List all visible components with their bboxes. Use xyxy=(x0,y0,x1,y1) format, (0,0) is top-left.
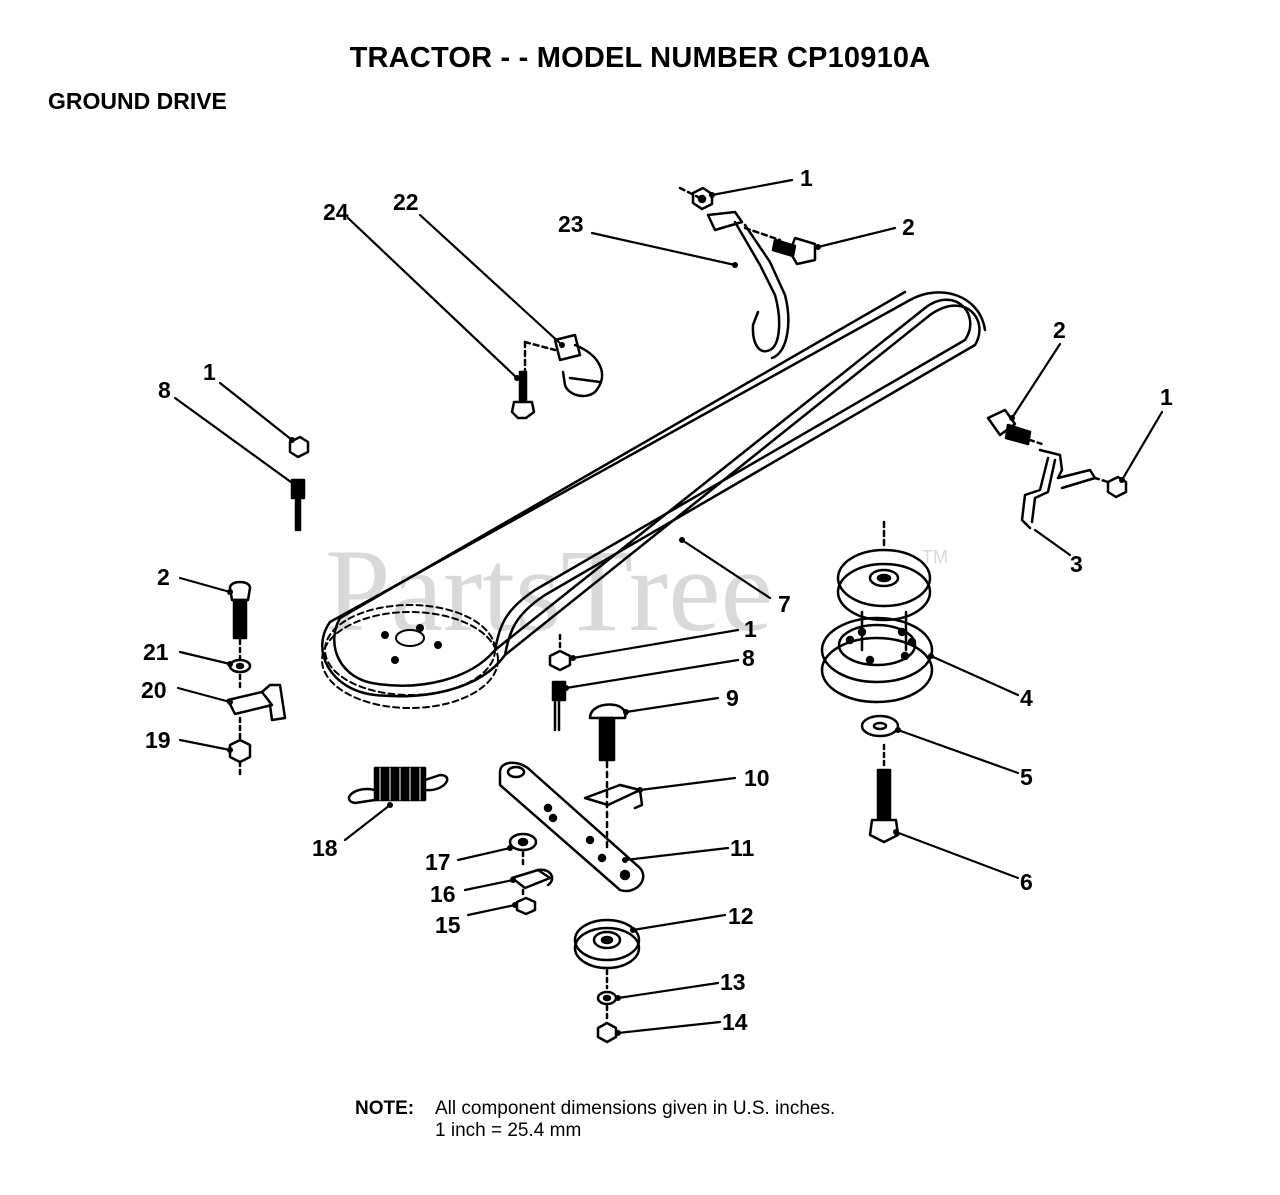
rod-part-3 xyxy=(1020,448,1110,530)
callout-labels: 1 2 23 22 24 2 1 3 1 8 7 2 21 20 19 1 8 … xyxy=(141,165,1173,1035)
leader-arrowheads xyxy=(227,192,1125,1036)
bracket-part-10 xyxy=(583,783,644,810)
callout-5: 5 xyxy=(1020,764,1033,790)
page-title: TRACTOR - - MODEL NUMBER CP10910A xyxy=(349,42,931,74)
callout-22: 22 xyxy=(393,189,419,215)
idler-arm-part-11 xyxy=(498,761,645,893)
note-label: NOTE: xyxy=(355,1098,415,1119)
callout-23: 23 xyxy=(558,211,584,237)
nut-part-14 xyxy=(596,1021,618,1044)
belt-guide-part-23 xyxy=(678,186,790,360)
nut-part-15 xyxy=(515,896,537,916)
leader-lines xyxy=(173,178,1164,1035)
washer-part-5 xyxy=(860,714,900,738)
bolt-part-2-top xyxy=(771,236,817,266)
watermark-trademark: TM xyxy=(922,547,948,567)
nut-part-1-mid xyxy=(548,633,572,672)
callout-2-left: 2 xyxy=(157,564,170,590)
callout-13: 13 xyxy=(720,969,746,995)
watermark: PartsTree TM xyxy=(325,525,948,656)
callout-7: 7 xyxy=(778,591,791,617)
stud-part-8-mid xyxy=(551,680,567,732)
bolt-part-2-right xyxy=(986,408,1047,447)
callout-2-top: 2 xyxy=(902,214,915,240)
washer-part-13 xyxy=(596,990,618,1020)
screw-part-24 xyxy=(510,370,536,420)
callout-8-mid: 8 xyxy=(742,645,755,671)
callout-18: 18 xyxy=(312,835,338,861)
nut-part-19 xyxy=(228,738,252,780)
callout-16: 16 xyxy=(430,881,456,907)
note-line-1: All component dimensions given in U.S. i… xyxy=(435,1098,836,1119)
idler-pulley-part-12 xyxy=(573,918,641,990)
dimension-note: NOTE: All component dimensions given in U… xyxy=(355,1098,835,1142)
callout-6: 6 xyxy=(1020,869,1033,895)
callout-2-right: 2 xyxy=(1053,317,1066,343)
callout-1-right: 1 xyxy=(1160,384,1173,410)
watermark-brand: PartsTree xyxy=(325,525,773,656)
callout-12: 12 xyxy=(728,903,754,929)
spacer-part-17 xyxy=(508,832,538,870)
callout-14: 14 xyxy=(722,1009,748,1035)
nut-part-1-right xyxy=(1106,475,1128,499)
callout-11: 11 xyxy=(730,835,755,861)
callout-9: 9 xyxy=(726,685,739,711)
nut-part-1-top xyxy=(691,186,714,211)
callout-1-left: 1 xyxy=(203,359,216,385)
callout-21: 21 xyxy=(143,639,169,665)
callout-8-left: 8 xyxy=(158,377,171,403)
spring-part-18 xyxy=(347,766,449,805)
callout-20: 20 xyxy=(141,677,167,703)
bolt-part-2-left xyxy=(228,580,252,662)
pulley-part-4 xyxy=(820,520,934,704)
drive-pulley xyxy=(321,604,499,709)
nut-part-1-left xyxy=(288,435,310,459)
washer-part-21 xyxy=(228,658,252,692)
bracket-part-20 xyxy=(226,683,287,740)
callout-17: 17 xyxy=(425,849,451,875)
bracket-part-22 xyxy=(523,333,604,398)
callout-3: 3 xyxy=(1070,551,1083,577)
section-title: GROUND DRIVE xyxy=(48,88,227,114)
callout-15: 15 xyxy=(435,912,461,938)
callout-19: 19 xyxy=(145,727,171,753)
callout-10: 10 xyxy=(744,765,770,791)
callout-1-top: 1 xyxy=(800,165,813,191)
callout-1-mid: 1 xyxy=(744,616,757,642)
belt-part-7 xyxy=(321,290,987,698)
clip-part-16 xyxy=(510,868,554,900)
note-line-2: 1 inch = 25.4 mm xyxy=(435,1120,582,1141)
bolt-part-6 xyxy=(868,743,900,844)
callout-24: 24 xyxy=(323,199,349,225)
callout-4: 4 xyxy=(1020,685,1033,711)
